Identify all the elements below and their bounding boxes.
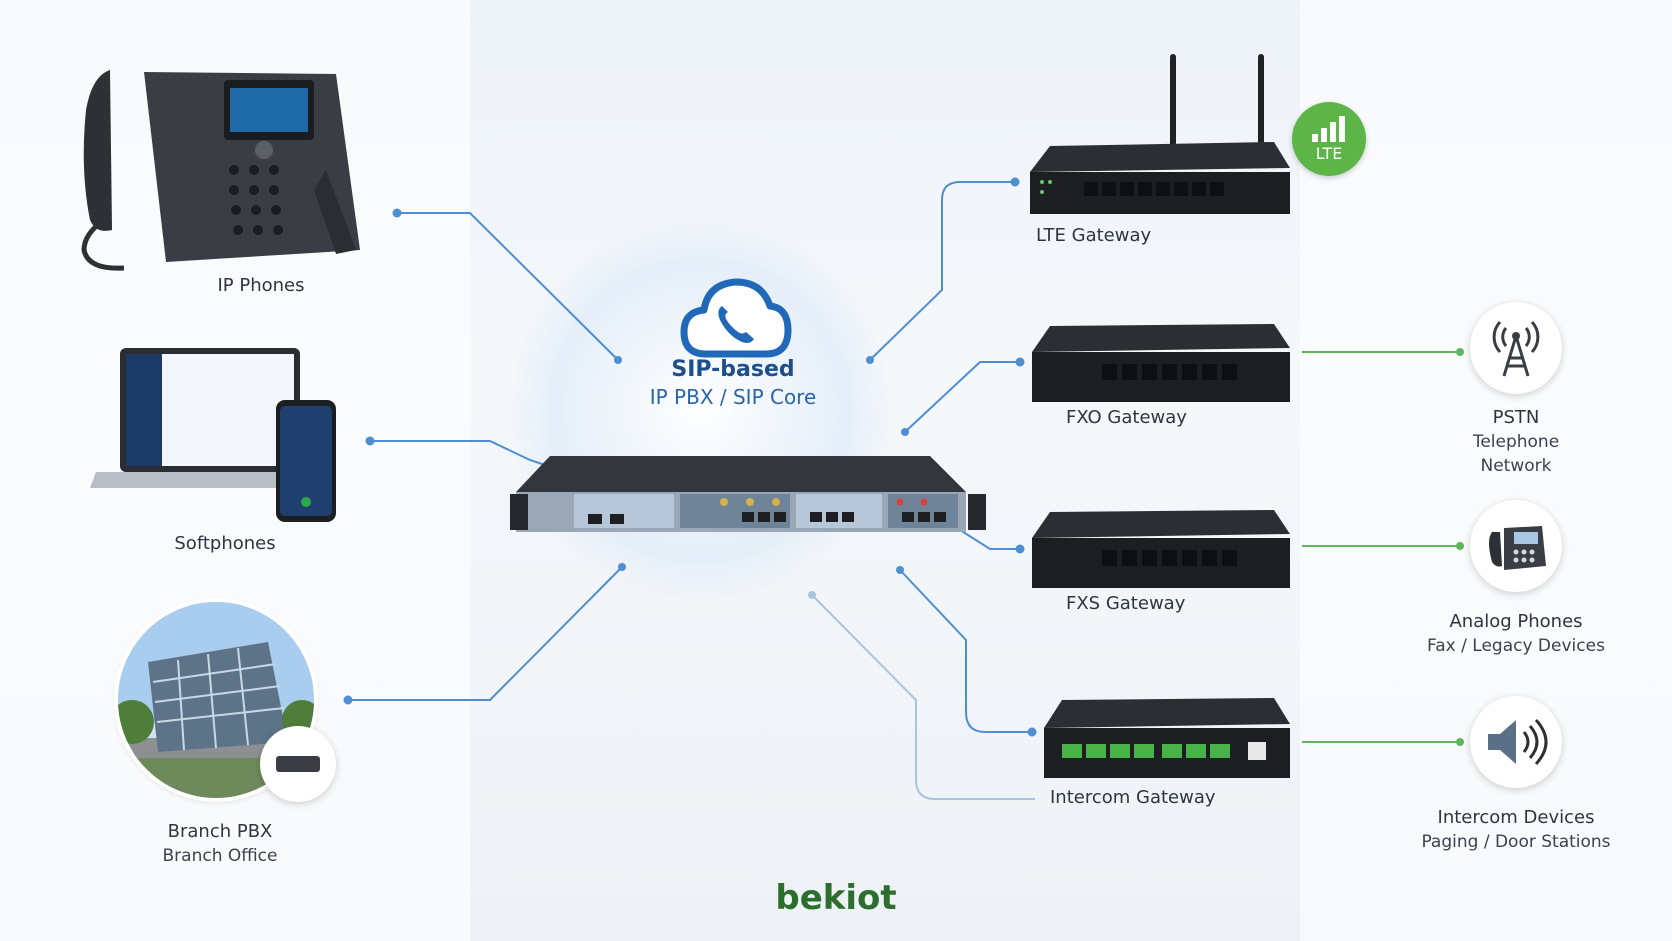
link-dot xyxy=(808,591,816,599)
link-dot xyxy=(1027,727,1037,737)
desk-phone-icon xyxy=(81,70,360,271)
branch-pbx-title: Branch PBX xyxy=(167,821,273,842)
link-dot xyxy=(1010,177,1020,187)
link-dot xyxy=(901,428,909,436)
sip-core-server xyxy=(510,456,986,532)
link-intercom-gateway xyxy=(899,569,1032,733)
link-dot xyxy=(392,208,402,218)
link-dot xyxy=(1456,542,1464,550)
lte-badge: LTE xyxy=(1292,102,1366,176)
link-dot xyxy=(896,566,904,574)
analog-phones-sublabel: Fax / Legacy Devices xyxy=(1427,636,1605,656)
core-subtitle-text: IP PBX / SIP Core xyxy=(649,385,817,409)
link-dot xyxy=(1015,357,1025,367)
fxo-gateway-label: FXO Gateway xyxy=(1066,407,1187,428)
analog-phones-label: Analog Phones Fax / Legacy Devices xyxy=(1406,610,1626,658)
fxs-gateway-device xyxy=(1032,510,1290,588)
link-dot xyxy=(618,563,626,571)
pstn-sublabel: Telephone Network xyxy=(1472,432,1560,476)
link-fxs-gateway xyxy=(959,529,1020,550)
link-dot xyxy=(866,356,874,364)
cloud-phone-icon xyxy=(680,278,792,358)
link-dot xyxy=(365,436,375,446)
core-glow xyxy=(510,220,890,600)
link-branch-pbx xyxy=(348,566,623,701)
background-window xyxy=(1300,0,1672,941)
intercom-devices-label: Intercom Devices Paging / Door Stations xyxy=(1396,806,1636,854)
link-dot xyxy=(1015,544,1025,554)
intercom-gateway-label: Intercom Gateway xyxy=(1050,787,1216,808)
link-dot xyxy=(343,695,353,705)
lte-gateway-label: LTE Gateway xyxy=(1036,225,1152,246)
cell-tower-icon xyxy=(1470,302,1562,394)
link-ip-phones xyxy=(397,212,619,361)
analog-phones-title: Analog Phones xyxy=(1449,611,1583,632)
lte-gateway-device xyxy=(1030,54,1290,214)
intercom-devices-title: Intercom Devices xyxy=(1437,807,1595,828)
branch-pbx-label: Branch PBX Branch Office xyxy=(140,820,300,868)
analog-phone-icon xyxy=(1470,500,1562,592)
fxs-gateway-label: FXS Gateway xyxy=(1066,593,1186,614)
branch-pbx-device-icon xyxy=(260,726,336,802)
link-core-intercom-label xyxy=(811,594,1035,800)
branch-pbx-sublabel: Branch Office xyxy=(162,846,278,866)
speaker-icon xyxy=(1470,696,1562,788)
link-dot xyxy=(1456,738,1464,746)
core-title-text: SIP-based xyxy=(671,357,795,382)
pstn-title: PSTN xyxy=(1492,407,1540,428)
signal-bars-icon xyxy=(1312,116,1345,142)
link-dot xyxy=(1456,348,1464,356)
ip-phones-label: IP Phones xyxy=(217,275,305,296)
link-fxo-gateway xyxy=(904,361,1020,433)
intercom-devices-sublabel: Paging / Door Stations xyxy=(1421,832,1611,852)
intercom-gateway-device xyxy=(1044,698,1290,778)
pstn-label: PSTN Telephone Network xyxy=(1426,406,1606,478)
fxo-gateway-device xyxy=(1032,324,1290,402)
laptop-smartphone-icon xyxy=(90,348,336,522)
core-title: SIP-based IP PBX / SIP Core xyxy=(560,356,906,410)
softphones-label: Softphones xyxy=(174,533,276,554)
bekiot-logo: bekiot xyxy=(775,878,897,918)
lte-badge-text: LTE xyxy=(1315,144,1343,163)
link-lte-gateway xyxy=(869,181,1015,361)
link-dot xyxy=(614,356,622,364)
